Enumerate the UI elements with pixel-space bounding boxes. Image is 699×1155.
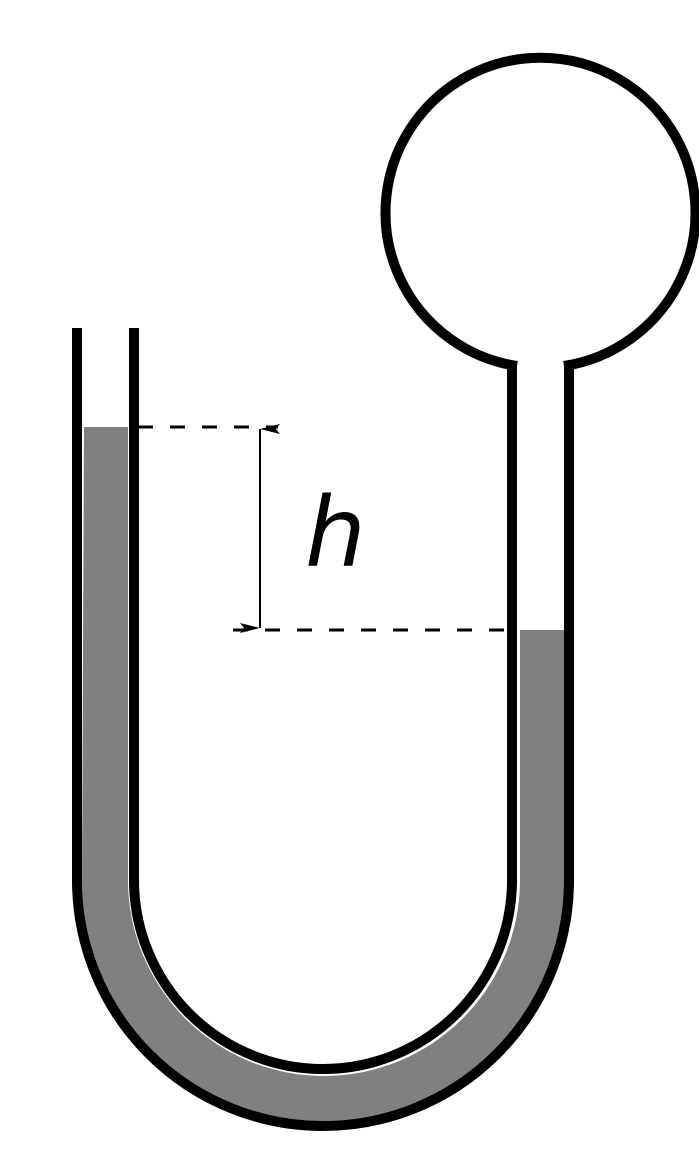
height-label: h: [305, 477, 366, 589]
bulb: [380, 52, 699, 371]
u-tube-inner-wall: [129, 328, 517, 1074]
u-tube-outer-wall: [72, 328, 574, 1131]
